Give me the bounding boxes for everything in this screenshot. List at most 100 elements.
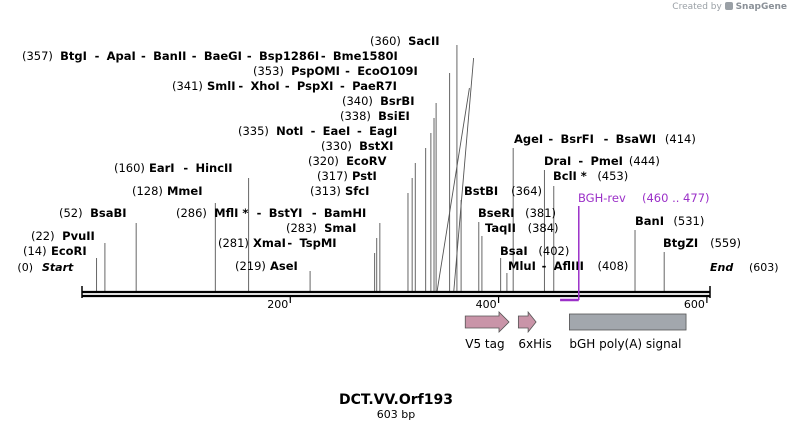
primer-range: (460 .. 477) <box>642 191 710 205</box>
site-position-number: (340) <box>342 94 373 108</box>
enzyme-label: EaeI <box>323 124 351 138</box>
site-position-number: (286) <box>176 206 207 220</box>
site-position-number: (384) <box>528 221 559 235</box>
site-separator: - <box>548 132 553 146</box>
start-label: Start <box>42 261 74 274</box>
snapgene-logo-icon <box>724 2 733 10</box>
end-label: End <box>710 261 733 274</box>
enzyme-label: MflI * <box>214 206 248 220</box>
enzyme-label: BtgI <box>60 49 87 63</box>
cut-site-lines <box>96 45 665 292</box>
enzyme-label: BsrFI <box>560 132 593 146</box>
enzyme-label: PvuII <box>62 229 95 243</box>
site-position-number: (313) <box>310 184 341 198</box>
plasmid-length: 603 bp <box>377 408 415 421</box>
site-separator: - <box>287 236 292 250</box>
enzyme-label: AflIII <box>554 259 584 273</box>
enzyme-label: BanII <box>153 49 186 63</box>
site-row: (160)EarI-HincII <box>114 161 233 175</box>
enzyme-label: SmaI <box>324 221 356 235</box>
site-row: BseRI (381) <box>478 206 556 220</box>
site-row: BclI *(453) <box>553 169 628 183</box>
features: V5 tag 6xHis bGH poly(A) signal <box>464 310 687 351</box>
enzyme-label: MluI <box>508 259 536 273</box>
site-row: (14)EcoRI <box>23 244 87 258</box>
enzyme-label: PstI <box>352 169 377 183</box>
site-position-number: (317) <box>317 169 348 183</box>
site-row: TaqII (384) <box>485 221 559 235</box>
site-position-number: (559) <box>710 236 741 250</box>
site-separator: - <box>312 206 317 220</box>
site-row: (341)SmlI-XhoI-PspXI-PaeR7I <box>172 79 397 93</box>
site-separator: - <box>183 161 188 175</box>
enzyme-label: EagI <box>369 124 397 138</box>
enzyme-label: PmeI <box>590 154 623 168</box>
site-labels: (0) Start End (603) (357)BtgI-ApaI-BanII-Bae… <box>17 34 778 274</box>
site-position-number: (408) <box>597 259 628 273</box>
site-row: (283) SmaI <box>286 221 356 235</box>
site-position-number: (14) <box>23 244 47 258</box>
site-row: (313) SfcI <box>310 184 369 198</box>
enzyme-label: PaeR7I <box>352 79 397 93</box>
plasmid-name: DCT.VV.Orf193 <box>339 392 453 408</box>
enzyme-label: BstYI <box>269 206 303 220</box>
site-separator: - <box>578 154 583 168</box>
site-separator: - <box>141 49 146 63</box>
feature-label: V5 tag <box>465 337 504 351</box>
site-row: MluI-AflIII(408) <box>508 259 628 273</box>
site-row: (335)NotI-EaeI-EagI <box>238 124 397 138</box>
site-position-number: (341) <box>172 79 203 93</box>
enzyme-label: BseRI <box>478 206 515 220</box>
enzyme-label: Bsp1286I <box>259 49 319 63</box>
site-row: (52)BsaBI <box>59 206 127 220</box>
enzyme-label: PspXI <box>297 79 333 93</box>
enzyme-label: BsaI <box>500 244 528 258</box>
tick-label: 200 <box>267 298 288 311</box>
site-position-number: (330) <box>321 139 352 153</box>
site-separator: - <box>321 49 326 63</box>
site-position-number: (360) <box>370 34 401 48</box>
site-position-number: (283) <box>286 221 317 235</box>
enzyme-label: HincII <box>195 161 232 175</box>
snapgene-brand: SnapGene <box>735 2 787 12</box>
site-row: BtgZI(559) <box>663 236 741 250</box>
site-row: (281)XmaI-TspMI <box>218 236 337 250</box>
feature-label: bGH poly(A) signal <box>569 337 681 351</box>
enzyme-label: TaqII <box>485 221 516 235</box>
site-position-number: (444) <box>629 154 660 168</box>
site-row: (317) PstI <box>317 169 377 183</box>
site-separator: - <box>95 49 100 63</box>
start-num: (0) <box>17 261 33 274</box>
enzyme-label: Bme1580I <box>333 49 398 63</box>
feature-label: 6xHis <box>518 337 551 351</box>
site-separator: - <box>285 79 290 93</box>
site-position-number: (219) <box>235 259 266 273</box>
enzyme-label: SfcI <box>345 184 369 198</box>
end-num: (603) <box>749 261 779 274</box>
enzyme-label: BsrBI <box>380 94 414 108</box>
enzyme-label: EcoO109I <box>357 64 418 78</box>
site-row: BanI(531) <box>635 214 704 228</box>
site-position-number: (381) <box>525 206 556 220</box>
enzyme-label: EcoRV <box>346 154 386 168</box>
enzyme-label: BstBI <box>464 184 498 198</box>
site-separator: - <box>238 79 243 93</box>
site-row: (357)BtgI-ApaI-BanII-BaeGI-Bsp1286I-Bme1… <box>22 49 398 63</box>
feature-arrow <box>517 310 537 334</box>
site-separator: - <box>604 132 609 146</box>
backbone <box>81 286 711 298</box>
site-position-number: (320) <box>308 154 339 168</box>
site-position-number: (338) <box>340 109 371 123</box>
enzyme-label: SmlI <box>207 79 236 93</box>
enzyme-label: TspMI <box>299 236 336 250</box>
enzyme-label: AseI <box>270 259 298 273</box>
feature-arrow <box>464 311 510 333</box>
enzyme-label: BclI * <box>553 169 587 183</box>
site-separator: - <box>247 49 252 63</box>
site-position-number: (364) <box>511 184 542 198</box>
site-position-number: (160) <box>114 161 145 175</box>
site-row: (338) BsiEI <box>340 109 410 123</box>
enzyme-label: BsiEI <box>378 109 410 123</box>
